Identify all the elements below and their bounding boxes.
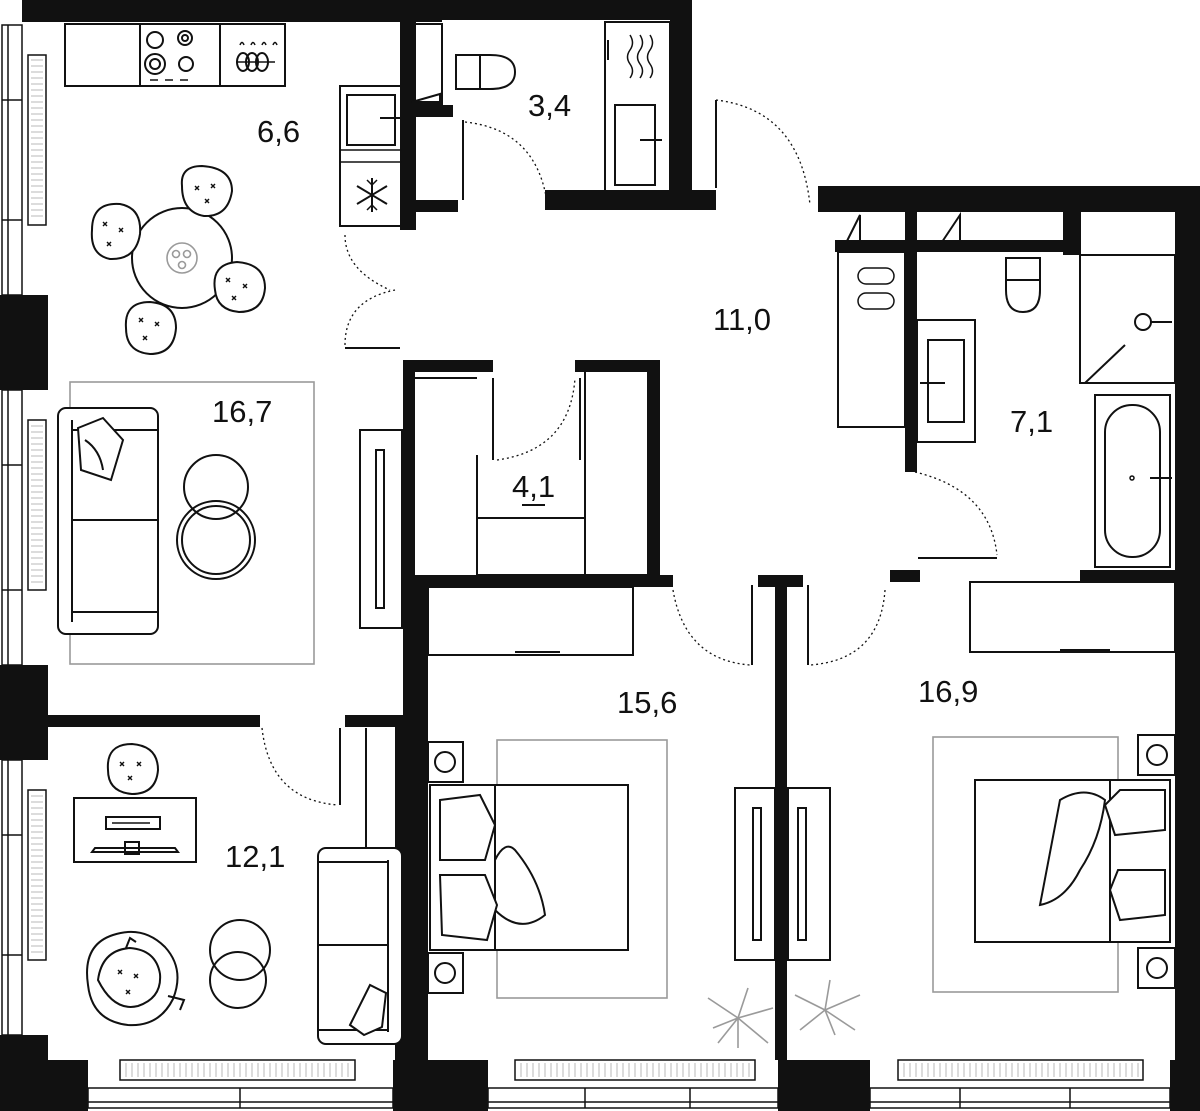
area-label-wardrobe: 4,1 [512, 469, 555, 504]
study-wardrobe-panels [339, 728, 367, 848]
study-sofa [317, 847, 403, 1045]
fridge-snowflake-icon [356, 178, 388, 212]
area-label-toilet: 3,4 [528, 88, 571, 123]
plant-icon [794, 979, 861, 1036]
toilet-room-fixtures [409, 21, 671, 203]
hob-icon [144, 30, 194, 81]
door-swings [261, 99, 998, 806]
desk [73, 797, 197, 863]
radiator-left-3 [27, 789, 47, 961]
bathroom-fixtures [837, 211, 1176, 568]
radiator-bottom-2 [514, 1059, 756, 1081]
bottom-facade-windows [87, 1059, 1171, 1109]
left-facade-windows [1, 24, 47, 1036]
dishwasher-icon [236, 41, 278, 72]
plant-icon [707, 987, 774, 1048]
area-label-living: 16,7 [212, 394, 272, 429]
radiator-left-2 [27, 419, 47, 591]
sofa [57, 407, 159, 635]
area-label-study: 12,1 [225, 839, 285, 874]
dining-chair [213, 260, 267, 314]
dining-table [131, 207, 233, 309]
dining-chair [90, 202, 142, 261]
area-label-kitchen: 6,6 [257, 114, 300, 149]
radiator-bottom-3 [897, 1059, 1144, 1081]
area-label-bathroom: 7,1 [1010, 404, 1053, 439]
bedroom-1-furniture [427, 586, 668, 999]
area-label-bedroom-2: 16,9 [918, 674, 978, 709]
radiator-left-1 [27, 54, 47, 226]
dining-chair [124, 300, 178, 356]
slippers-icon [857, 267, 895, 310]
bedroom-2-furniture [932, 581, 1176, 993]
armchair [86, 931, 186, 1027]
coffee-tables [176, 454, 256, 580]
desk-chair [106, 742, 160, 796]
area-label-bedroom-1: 15,6 [617, 685, 677, 720]
dining-chair [180, 164, 234, 218]
tv-stand [359, 429, 403, 629]
wardrobe-closet [415, 369, 649, 576]
side-tables [209, 919, 271, 1009]
central-wardrobes [734, 585, 831, 961]
area-label-hall: 11,0 [713, 302, 771, 337]
radiator-bottom-1 [119, 1059, 356, 1081]
kitchen-units [64, 23, 403, 227]
